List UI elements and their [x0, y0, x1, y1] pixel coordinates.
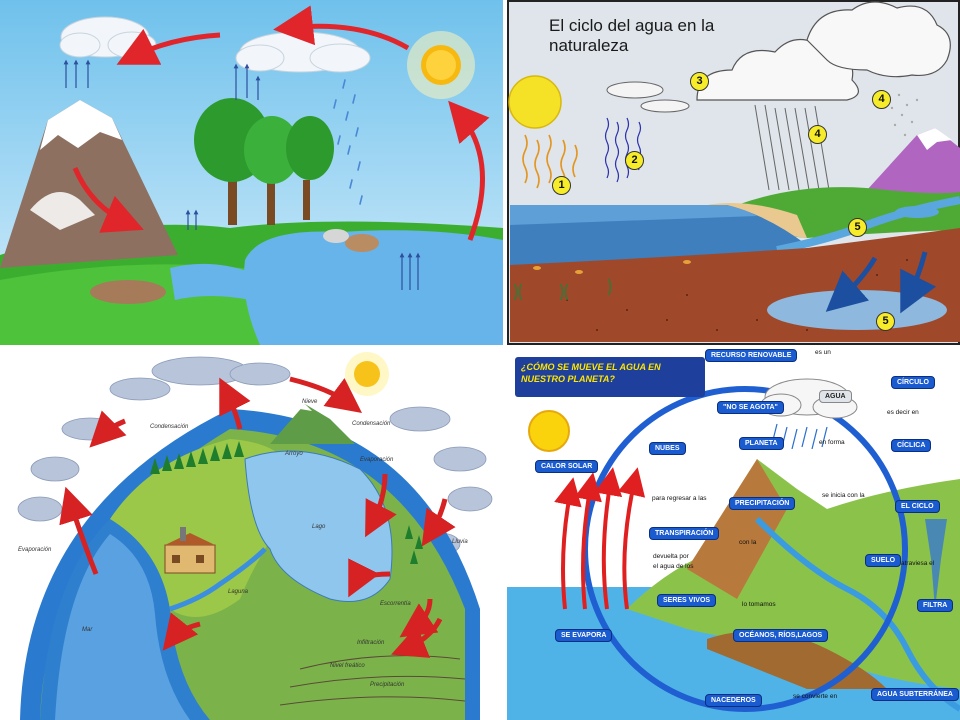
- connector-lo-tomamos: lo tomamos: [742, 601, 776, 608]
- label-lluvia: Lluvia: [452, 539, 468, 545]
- box-no-se-agota: "NO SE AGOTA": [717, 401, 784, 414]
- box-nacederos: NACEDEROS: [705, 694, 762, 707]
- concept-map-title: ¿CÓMO SE MUEVE EL AGUA EN NUESTRO PLANET…: [515, 357, 705, 397]
- marker-3: 3: [690, 72, 709, 91]
- connector-con-la: con la: [739, 539, 757, 546]
- water-cycle-landscape-panel: [0, 0, 503, 345]
- numbered-cycle-illustration: [507, 0, 960, 345]
- hemisphere-cycle-panel: Condensación Nieve Condensación Evaporac…: [0, 349, 503, 720]
- cloud-right: [235, 31, 371, 73]
- label-laguna: Laguna: [228, 589, 249, 595]
- box-agua-subterranea: AGUA SUBTERRÁNEA: [871, 688, 959, 701]
- connector-inicia: se inicia con la: [822, 492, 865, 499]
- label-condensacion-top: Condensación: [150, 424, 189, 430]
- box-planeta: PLANETA: [739, 437, 784, 450]
- label-evaporacion-left: Evaporación: [18, 547, 52, 553]
- box-circulo: CÍRCULO: [891, 376, 935, 389]
- storm-clouds: [696, 1, 951, 101]
- box-se-evapora: SE EVAPORA: [555, 629, 613, 642]
- marker-5a: 5: [848, 218, 867, 237]
- concept-map-panel: ¿CÓMO SE MUEVE EL AGUA EN NUESTRO PLANET…: [507, 349, 960, 720]
- marker-2: 2: [625, 151, 644, 170]
- label-condensacion-right: Condensación: [352, 421, 391, 427]
- label-infiltracion: Infiltración: [357, 640, 385, 646]
- box-transpiracion: TRANSPIRACIÓN: [649, 527, 720, 540]
- sun-icon: [508, 75, 562, 129]
- marker-1: 1: [552, 176, 571, 195]
- landscape-illustration: [0, 0, 503, 345]
- label-nieve: Nieve: [302, 399, 318, 405]
- marker-4a: 4: [872, 90, 891, 109]
- box-precipitacion: PRECIPITACIÓN: [729, 497, 796, 510]
- trees: [194, 98, 334, 225]
- box-oceanos-rios-lagos: OCÉANOS, RÍOS,LAGOS: [733, 629, 829, 642]
- connector-es-decir: es decir en: [887, 409, 919, 416]
- sun-icon: [407, 31, 475, 99]
- connector-es-un: es un: [815, 349, 831, 356]
- hemisphere-illustration: [0, 349, 503, 720]
- connector-atraviesa: atraviesa el: [901, 560, 935, 567]
- box-seres-vivos: SERES VIVOS: [657, 594, 717, 607]
- numbered-cycle-panel: El ciclo del agua en la naturaleza 3 4 4…: [507, 0, 960, 345]
- sun-icon: [528, 410, 570, 452]
- label-precipitacion: Precipitación: [370, 682, 405, 688]
- marker-4b: 4: [808, 125, 827, 144]
- marker-5b: 5: [876, 312, 895, 331]
- connector-el-agua: el agua de los: [653, 563, 694, 570]
- label-evaporacion-right: Evaporación: [360, 457, 394, 463]
- label-mar: Mar: [82, 627, 93, 633]
- box-el-ciclo: EL CICLO: [895, 500, 940, 513]
- box-suelo: SUELO: [865, 554, 902, 567]
- cloud-agua-label: AGUA: [819, 390, 852, 403]
- label-arroyo: Arroyo: [285, 451, 303, 457]
- connector-devuelta: devuelta por: [653, 553, 689, 560]
- diagram-title: El ciclo del agua en la naturaleza: [549, 16, 715, 55]
- box-ciclica: CÍCLICA: [891, 439, 932, 452]
- connector-se-convierte: se convierte en: [793, 693, 838, 700]
- rain-drops: [333, 79, 363, 205]
- box-nubes: NUBES: [649, 442, 686, 455]
- label-nivel-freatico: Nivel freático: [330, 663, 365, 669]
- connector-para-regresar: para regresar a las: [652, 495, 707, 502]
- box-calor-solar: CALOR SOLAR: [535, 460, 599, 473]
- factory-icon: [164, 527, 216, 574]
- label-lago: Lago: [312, 524, 326, 530]
- box-filtra: FILTRA: [917, 599, 954, 612]
- sun-icon: [345, 352, 389, 396]
- connector-en-forma: en forma: [819, 439, 845, 446]
- label-escorrentia: Escorrentía: [380, 601, 411, 607]
- box-recurso-renovable: RECURSO RENOVABLE: [705, 349, 798, 362]
